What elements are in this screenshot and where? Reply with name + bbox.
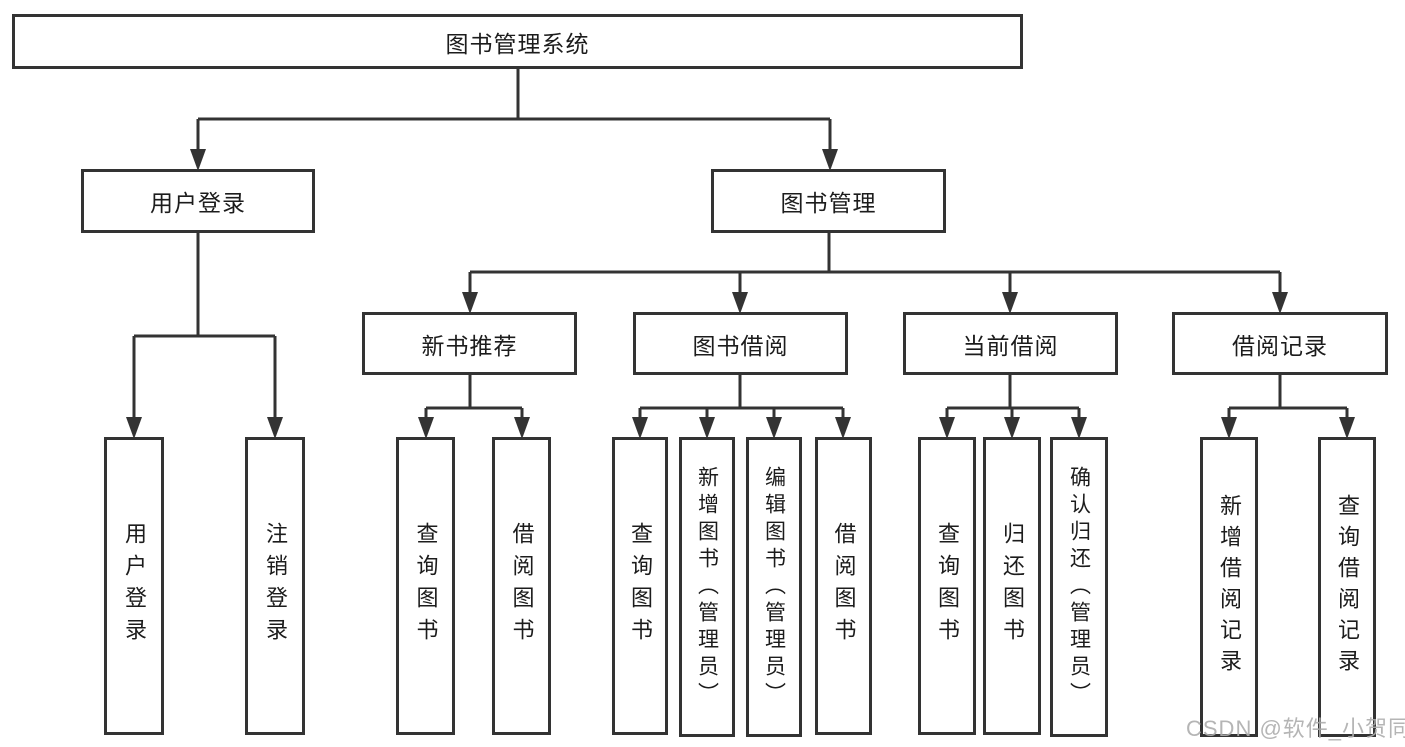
leaf-add-borrow-record: 新增借阅记录 — [1200, 437, 1258, 737]
node-label: 当前借阅 — [962, 332, 1059, 359]
node-label: 新增图书（管理员） — [695, 465, 719, 709]
node-label: 查询图书 — [935, 522, 960, 650]
node-current-borrowing: 当前借阅 — [903, 312, 1118, 375]
node-label: 新增借阅记录 — [1217, 494, 1242, 680]
leaf-add-books-admin: 新增图书（管理员） — [679, 437, 735, 737]
node-book-management: 图书管理 — [711, 169, 946, 233]
node-label: 查询图书 — [413, 522, 439, 650]
arrowheads — [126, 149, 1355, 439]
node-label: 注销登录 — [263, 522, 288, 650]
leaf-logout: 注销登录 — [245, 437, 305, 735]
node-user-login: 用户登录 — [81, 169, 315, 233]
node-root-library-management-system: 图书管理系统 — [12, 14, 1023, 69]
node-book-borrowing: 图书借阅 — [633, 312, 848, 375]
leaf-query-books-1: 查询图书 — [396, 437, 455, 735]
node-label: 借阅记录 — [1232, 332, 1328, 359]
node-borrow-records: 借阅记录 — [1172, 312, 1388, 375]
node-label: 用户登录 — [150, 190, 246, 216]
node-label: 确认归还（管理员） — [1067, 465, 1091, 709]
node-label: 编辑图书（管理员） — [762, 465, 786, 709]
leaf-query-books-2: 查询图书 — [612, 437, 668, 735]
leaf-return-books: 归还图书 — [983, 437, 1041, 735]
node-new-book-recommend: 新书推荐 — [362, 312, 577, 375]
leaf-borrow-books-1: 借阅图书 — [492, 437, 551, 735]
node-label: 归还图书 — [1000, 522, 1025, 650]
node-label: 借阅图书 — [831, 522, 857, 650]
leaf-query-borrow-record: 查询借阅记录 — [1318, 437, 1376, 737]
leaf-edit-books-admin: 编辑图书（管理员） — [746, 437, 802, 737]
node-label: 借阅图书 — [509, 522, 535, 650]
leaf-query-books-3: 查询图书 — [918, 437, 976, 735]
leaf-borrow-books-2: 借阅图书 — [815, 437, 872, 735]
node-label: 用户登录 — [122, 522, 147, 650]
node-label: 图书借阅 — [692, 332, 789, 359]
leaf-user-login: 用户登录 — [104, 437, 164, 735]
node-label: 查询图书 — [628, 522, 653, 650]
csdn-watermark: CSDN @软件_小贺同学 — [1186, 716, 1405, 741]
leaf-confirm-return-admin: 确认归还（管理员） — [1050, 437, 1108, 737]
node-label: 新书推荐 — [421, 332, 518, 359]
node-label: 查询借阅记录 — [1335, 494, 1360, 680]
node-label: 图书管理 — [780, 190, 877, 216]
node-label: 图书管理系统 — [445, 30, 590, 57]
